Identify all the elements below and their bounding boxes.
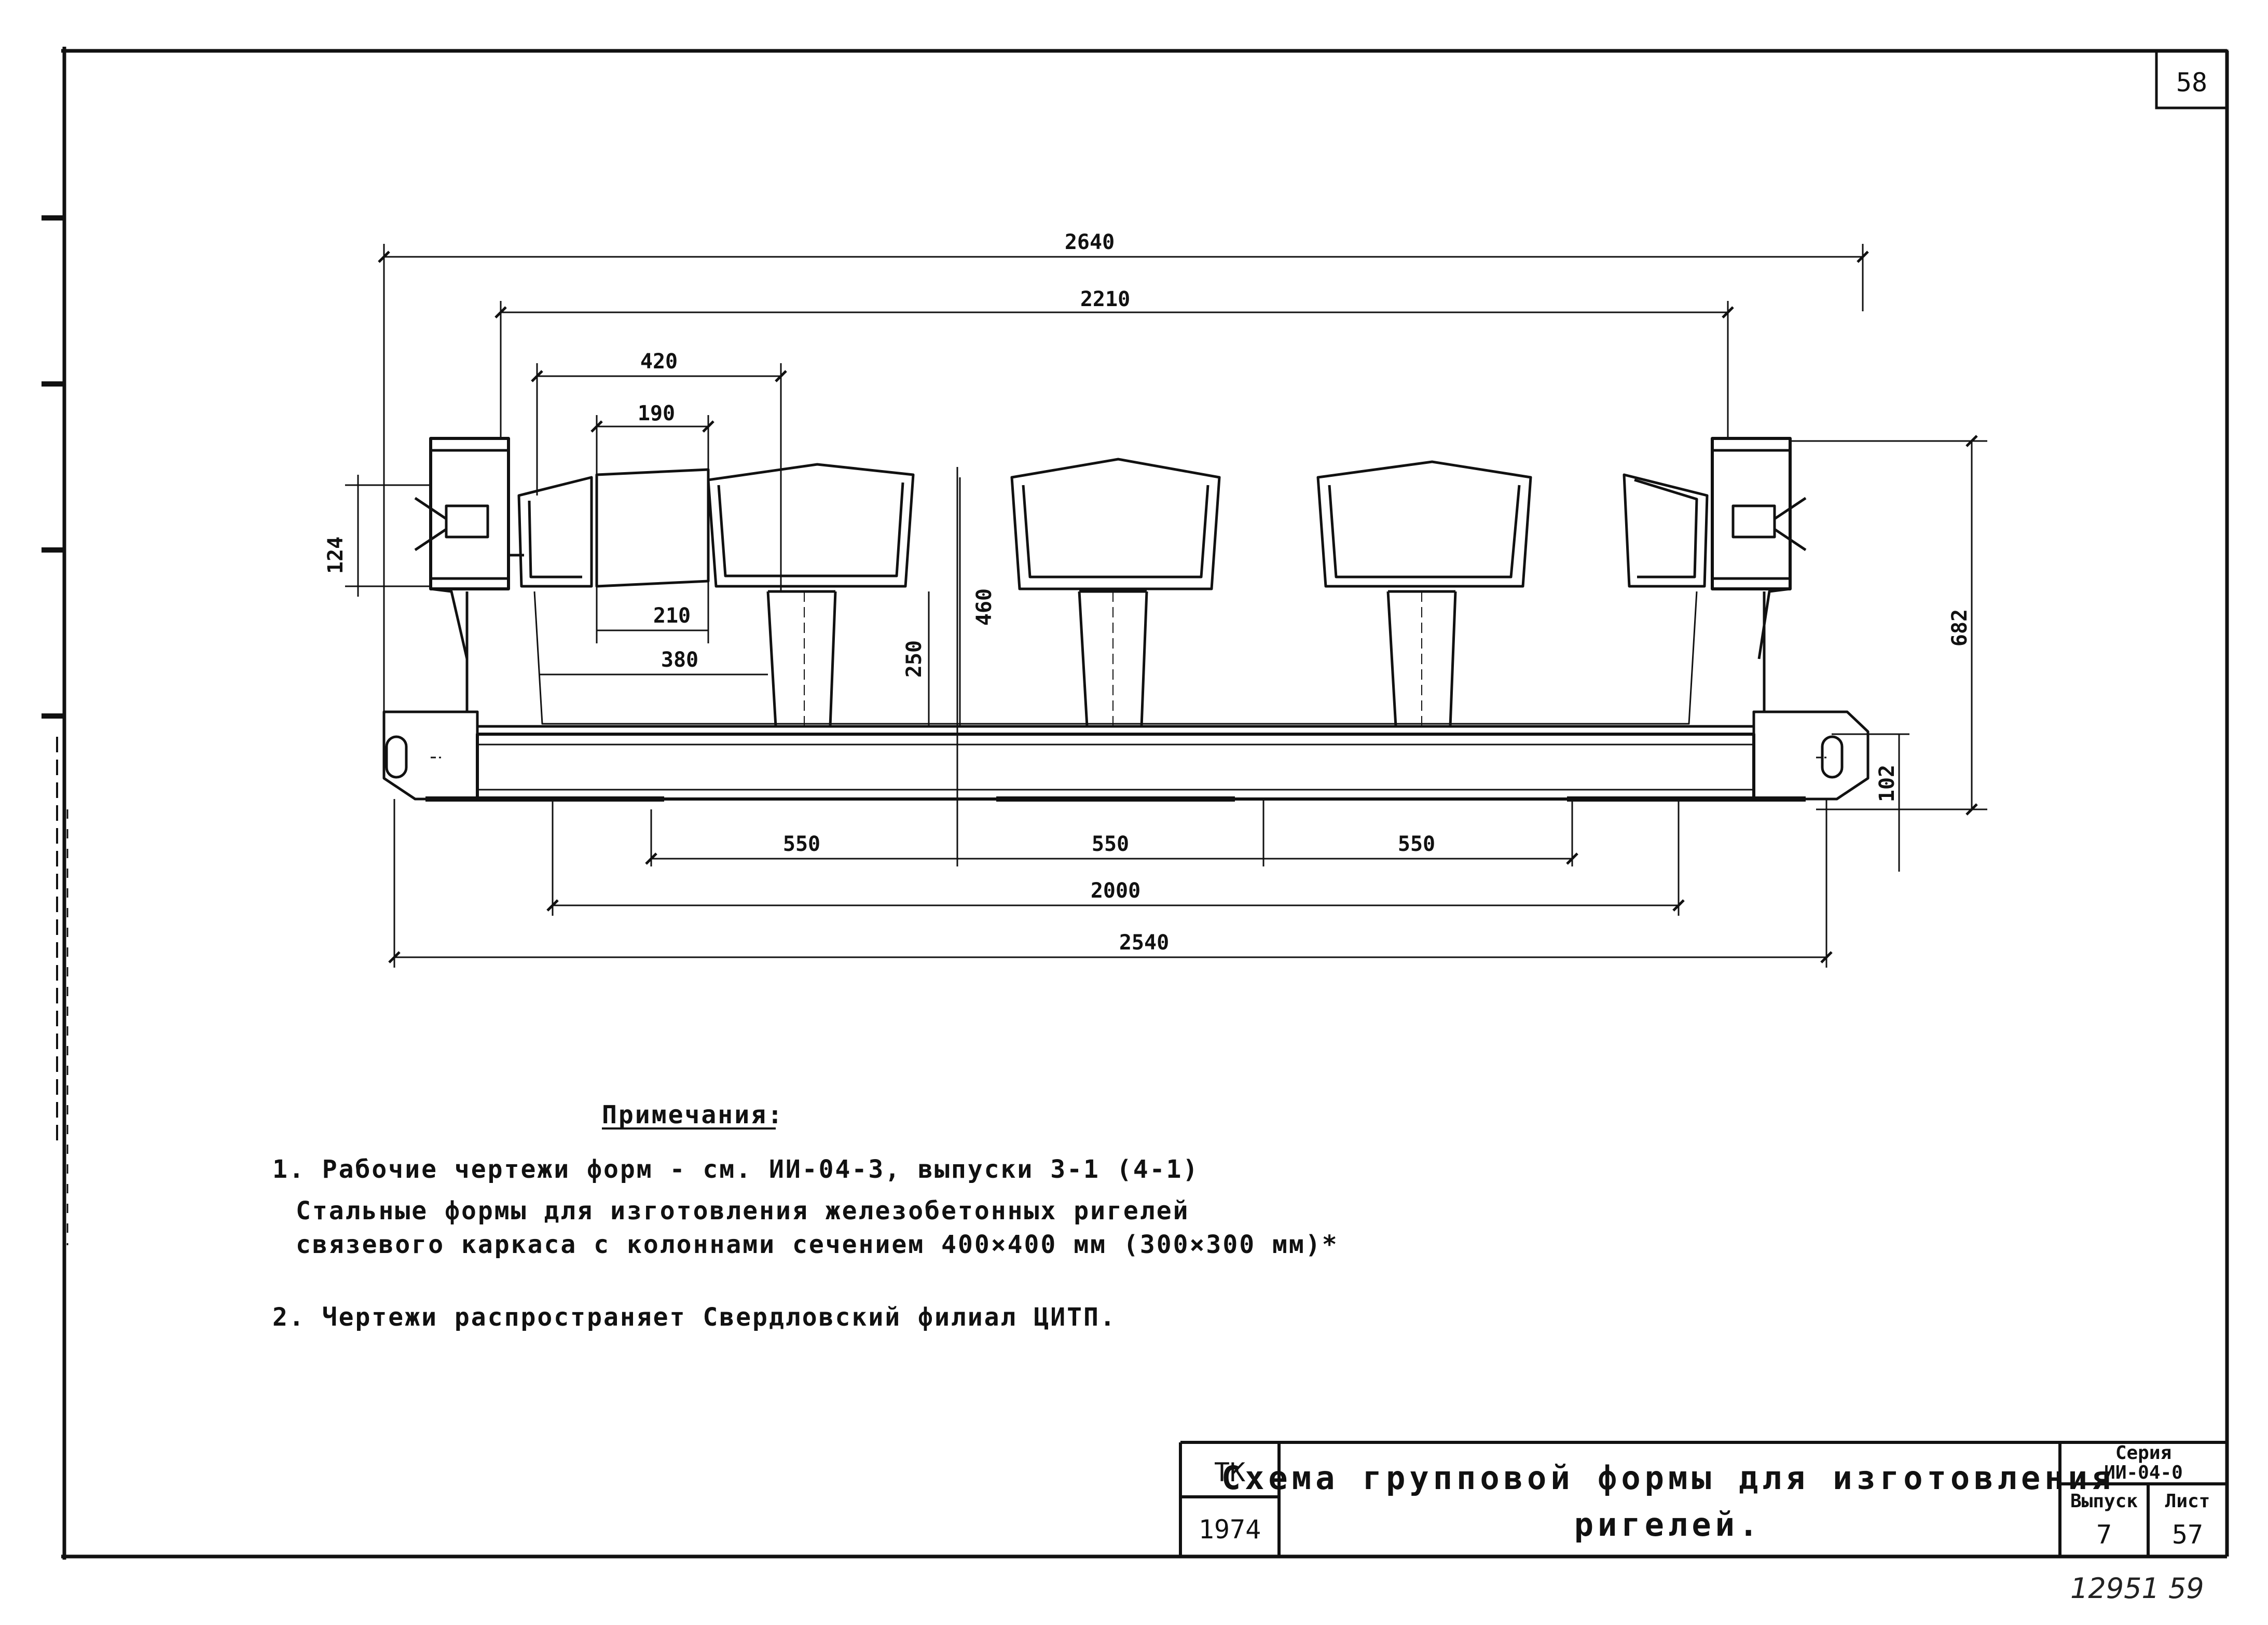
notes: Примечания: 1. Рабочие чертежи форм - см… bbox=[272, 1100, 1339, 1332]
drawing-title-line-2: ригелей. bbox=[1574, 1506, 1763, 1544]
sheet-number: 58 bbox=[2176, 67, 2207, 98]
dim-2540: 2540 bbox=[1119, 931, 1169, 955]
form-drawing bbox=[382, 437, 1870, 802]
title-year: 1974 bbox=[1199, 1514, 1261, 1545]
binding-marks bbox=[42, 215, 68, 1245]
dim-102: 102 bbox=[1875, 765, 1899, 802]
note-line-2: Стальные формы для изготовления железобе… bbox=[296, 1196, 1190, 1225]
issue-label: Выпуск bbox=[2070, 1491, 2138, 1512]
notes-heading: Примечания: bbox=[602, 1100, 784, 1130]
dim-550-1: 550 bbox=[783, 832, 820, 856]
note-line-4: 2. Чертежи распространяет Свердловский ф… bbox=[272, 1303, 1117, 1332]
dim-190: 190 bbox=[638, 402, 675, 425]
series-value: ИИ-04-0 bbox=[2104, 1462, 2183, 1483]
dim-124: 124 bbox=[324, 536, 348, 574]
mould-3 bbox=[1316, 460, 1532, 588]
series-label: Серия bbox=[2115, 1442, 2171, 1464]
mould-1 bbox=[595, 463, 915, 588]
sheet-number-box: 58 bbox=[2155, 49, 2229, 109]
note-line-1: 1. Рабочие чертежи форм - см. ИИ-04-3, в… bbox=[272, 1155, 1199, 1184]
dim-250: 250 bbox=[902, 640, 926, 678]
dimension-labels: 2640 2210 420 190 210 380 124 250 460 68… bbox=[324, 230, 1972, 955]
dim-460: 460 bbox=[972, 588, 996, 626]
dim-682: 682 bbox=[1948, 609, 1972, 646]
handwritten-number: 12951 59 bbox=[2070, 1572, 2204, 1605]
sheet-label: Лист bbox=[2165, 1491, 2210, 1512]
dim-2640: 2640 bbox=[1065, 230, 1115, 254]
drawing-title-line-1: Схема групповой формы для изготовления bbox=[1221, 1459, 2115, 1497]
sheet-value: 57 bbox=[2172, 1520, 2203, 1550]
mould-2 bbox=[1010, 458, 1221, 590]
dim-210: 210 bbox=[653, 604, 691, 628]
dim-550-3: 550 bbox=[1398, 832, 1435, 856]
title-block: ТК 1974 Схема групповой формы для изгото… bbox=[1179, 1441, 2227, 1557]
sheet-frame bbox=[61, 47, 2229, 1560]
dim-2000: 2000 bbox=[1091, 879, 1140, 903]
dim-420: 420 bbox=[640, 350, 678, 374]
dimension-lines bbox=[345, 244, 1987, 968]
note-line-3: связевого каркаса с колоннами сечением 4… bbox=[296, 1230, 1339, 1259]
dimension-ticks bbox=[378, 251, 1978, 963]
issue-value: 7 bbox=[2096, 1520, 2112, 1550]
title-org: ТК bbox=[1214, 1457, 1245, 1488]
dim-550-2: 550 bbox=[1092, 832, 1129, 856]
dim-2210: 2210 bbox=[1080, 287, 1130, 311]
dim-380: 380 bbox=[661, 648, 698, 672]
